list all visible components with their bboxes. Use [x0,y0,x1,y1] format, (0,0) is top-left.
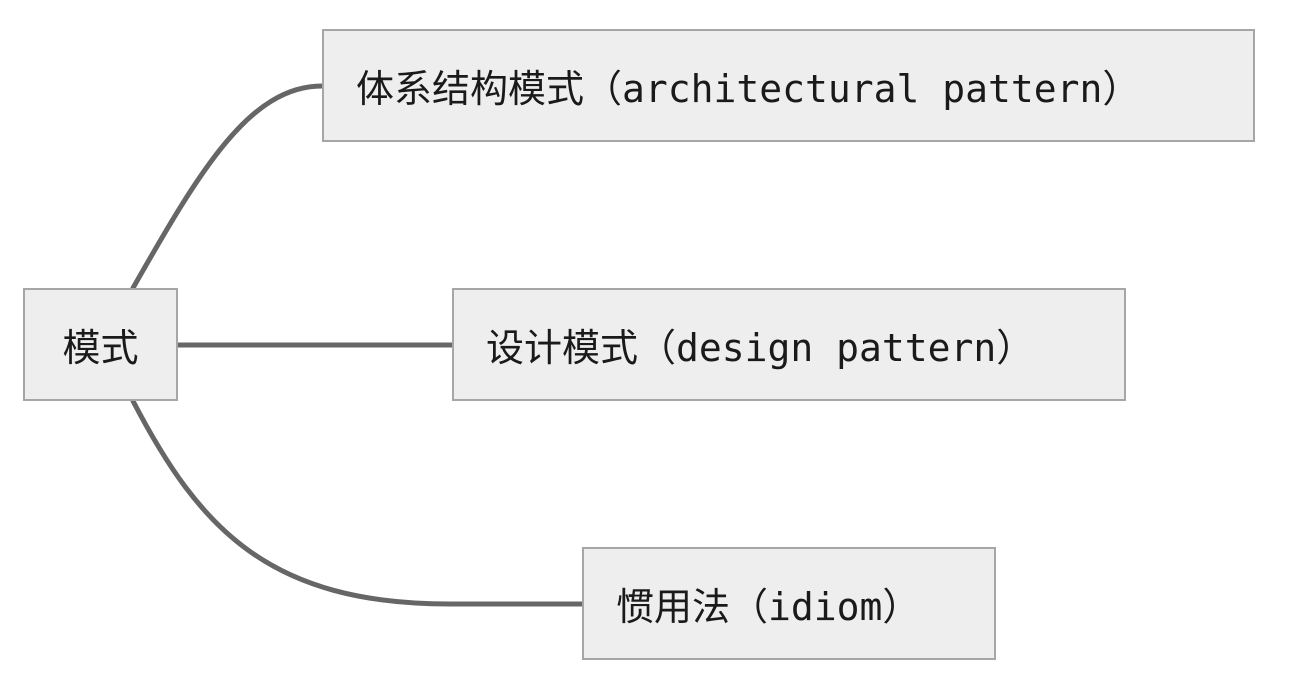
child-node-design-pattern[interactable]: 设计模式（design pattern） [452,288,1126,401]
connector-root-to-idiom [130,398,585,607]
child-node-label: 体系结构模式（architectural pattern） [356,67,1141,111]
child-node-architectural-pattern[interactable]: 体系结构模式（architectural pattern） [322,29,1255,142]
child-node-label: 惯用法（idiom） [616,585,921,629]
child-node-label: 设计模式（design pattern） [486,326,1035,370]
root-node-label: 模式 [62,326,139,370]
child-node-idiom[interactable]: 惯用法（idiom） [582,547,996,660]
connector-root-to-architectural [130,83,325,291]
root-node[interactable]: 模式 [23,288,178,401]
